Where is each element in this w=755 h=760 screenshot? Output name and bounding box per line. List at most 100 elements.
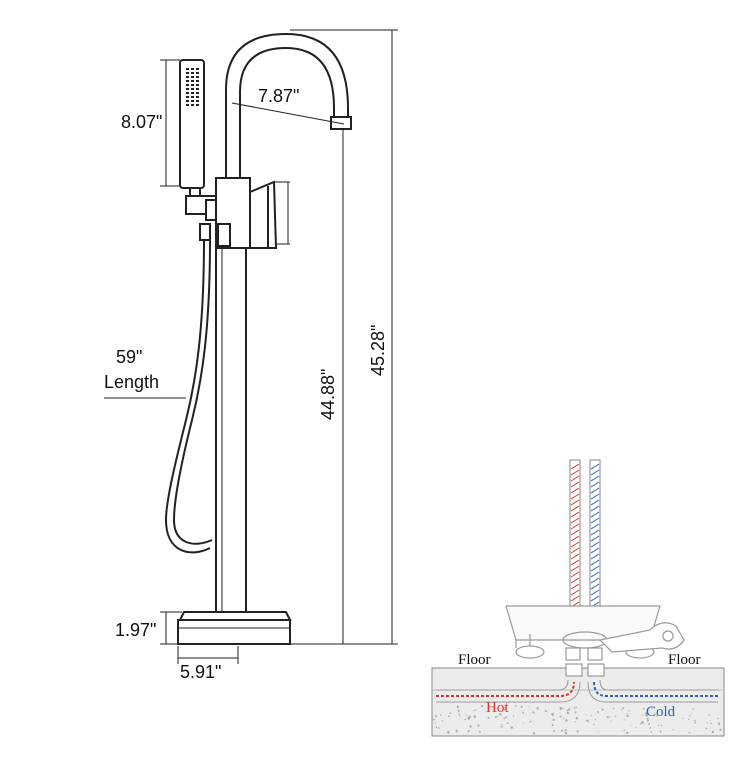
floor-speckle <box>559 715 562 718</box>
floor-speckle <box>536 707 539 710</box>
pipe-hatch-line <box>570 571 580 578</box>
pipe-hatch-line <box>590 535 600 542</box>
floor-speckle <box>494 715 498 719</box>
floor-speckle <box>433 718 435 721</box>
floor-speckle <box>435 726 438 729</box>
hand-shower-head <box>179 59 205 189</box>
pipe-hatch-line <box>590 583 600 590</box>
floor-speckle <box>711 730 715 734</box>
spray-nozzle <box>191 68 194 70</box>
spray-nozzle <box>191 72 194 74</box>
pipe-hatch-line <box>590 559 600 566</box>
spray-nozzle <box>186 100 189 102</box>
floor-speckle <box>594 718 597 721</box>
dimension-lines <box>104 29 398 664</box>
floor-speckle <box>551 713 554 716</box>
floor-speckle <box>626 713 629 715</box>
floor-speckle <box>574 711 577 714</box>
spray-nozzle <box>186 92 189 94</box>
base-top <box>178 611 292 621</box>
floor-speckle <box>689 714 691 717</box>
spray-nozzle <box>186 68 189 70</box>
floor-speckle <box>472 710 474 712</box>
floor-speckle <box>651 707 653 709</box>
floor-speckle <box>687 718 690 720</box>
valve-body-edge <box>217 223 231 247</box>
floor-speckle <box>635 726 637 728</box>
pipe-hatch-line <box>590 547 600 554</box>
floor-speckle <box>585 714 587 716</box>
floor-speckle <box>514 705 517 707</box>
pipe-hatch-line <box>570 481 580 488</box>
floor-speckle <box>564 729 567 732</box>
floor-speckle <box>473 715 477 718</box>
pipe-hatch-line <box>590 589 600 596</box>
spray-nozzle <box>191 76 194 78</box>
spray-nozzle <box>186 84 189 86</box>
floor-speckle <box>510 726 514 729</box>
floor-speckle <box>642 714 644 716</box>
floor-speckle <box>692 708 695 710</box>
floor-speckle <box>457 707 459 709</box>
holder-knob <box>205 199 217 221</box>
floor-speckle <box>437 727 440 729</box>
floor-speckle <box>586 719 589 723</box>
spray-nozzle <box>196 72 199 74</box>
spray-nozzle <box>191 96 194 98</box>
spray-nozzle <box>186 96 189 98</box>
floor-speckle <box>559 706 563 710</box>
floor-speckle <box>458 713 461 716</box>
floor-speckle <box>606 716 609 719</box>
dim-spout-height: 44.88" <box>318 369 338 420</box>
floor-speckle <box>566 709 569 712</box>
floor-speckle <box>499 713 502 716</box>
cold-label: Cold <box>646 704 676 720</box>
pipe-hatch-line <box>570 583 580 590</box>
floor-speckle <box>639 723 642 725</box>
spray-nozzle <box>196 96 199 98</box>
spray-nozzle <box>196 80 199 82</box>
spray-nozzle <box>196 84 199 86</box>
dim-base-height: 1.97" <box>115 620 156 640</box>
floor-speckle <box>628 710 630 712</box>
floor-speckle <box>659 730 662 733</box>
pipe-hatch-line <box>590 481 600 488</box>
floor-speckle <box>648 722 651 725</box>
floor-speckle <box>468 715 471 719</box>
floor-speckle <box>641 721 644 724</box>
floor-speckle <box>576 717 579 720</box>
pipe-hatch-line <box>590 463 600 470</box>
pipe-hatch-line <box>570 577 580 584</box>
floor-speckle <box>688 731 691 734</box>
pipe-hatch-line <box>590 475 600 482</box>
floor-speckle <box>710 722 712 724</box>
floor-speckle <box>459 715 461 717</box>
pipe-hatch-line <box>570 511 580 518</box>
floor-speckle <box>623 729 625 731</box>
pipe-hatch-line <box>590 469 600 476</box>
pipe-hatch-line <box>590 487 600 494</box>
floor-speckle <box>506 722 509 725</box>
spout-gooseneck-inner <box>239 46 335 178</box>
dim-hose-length-value: 59" <box>116 347 142 367</box>
floor-speckle <box>501 726 503 728</box>
floor-speckle <box>682 717 684 719</box>
floor-speckle <box>597 711 599 713</box>
floor-speckle <box>609 716 611 718</box>
pipe-hatch-line <box>570 499 580 506</box>
floor-speckle <box>487 716 490 719</box>
spray-nozzle <box>186 76 189 78</box>
spray-nozzle <box>196 104 199 106</box>
floor-speckle <box>447 731 450 734</box>
floor-speckle <box>601 708 604 711</box>
floor-speckle <box>576 730 579 733</box>
pipe-hatch-line <box>590 595 600 602</box>
hose <box>164 239 211 554</box>
floor-speckle <box>532 711 535 714</box>
pipe-hatch-line <box>570 535 580 542</box>
floor-speckle <box>629 725 631 727</box>
floor-speckle <box>478 730 481 733</box>
floor-speckle <box>434 722 436 724</box>
floor-speckle <box>655 715 658 717</box>
spray-nozzle <box>186 80 189 82</box>
